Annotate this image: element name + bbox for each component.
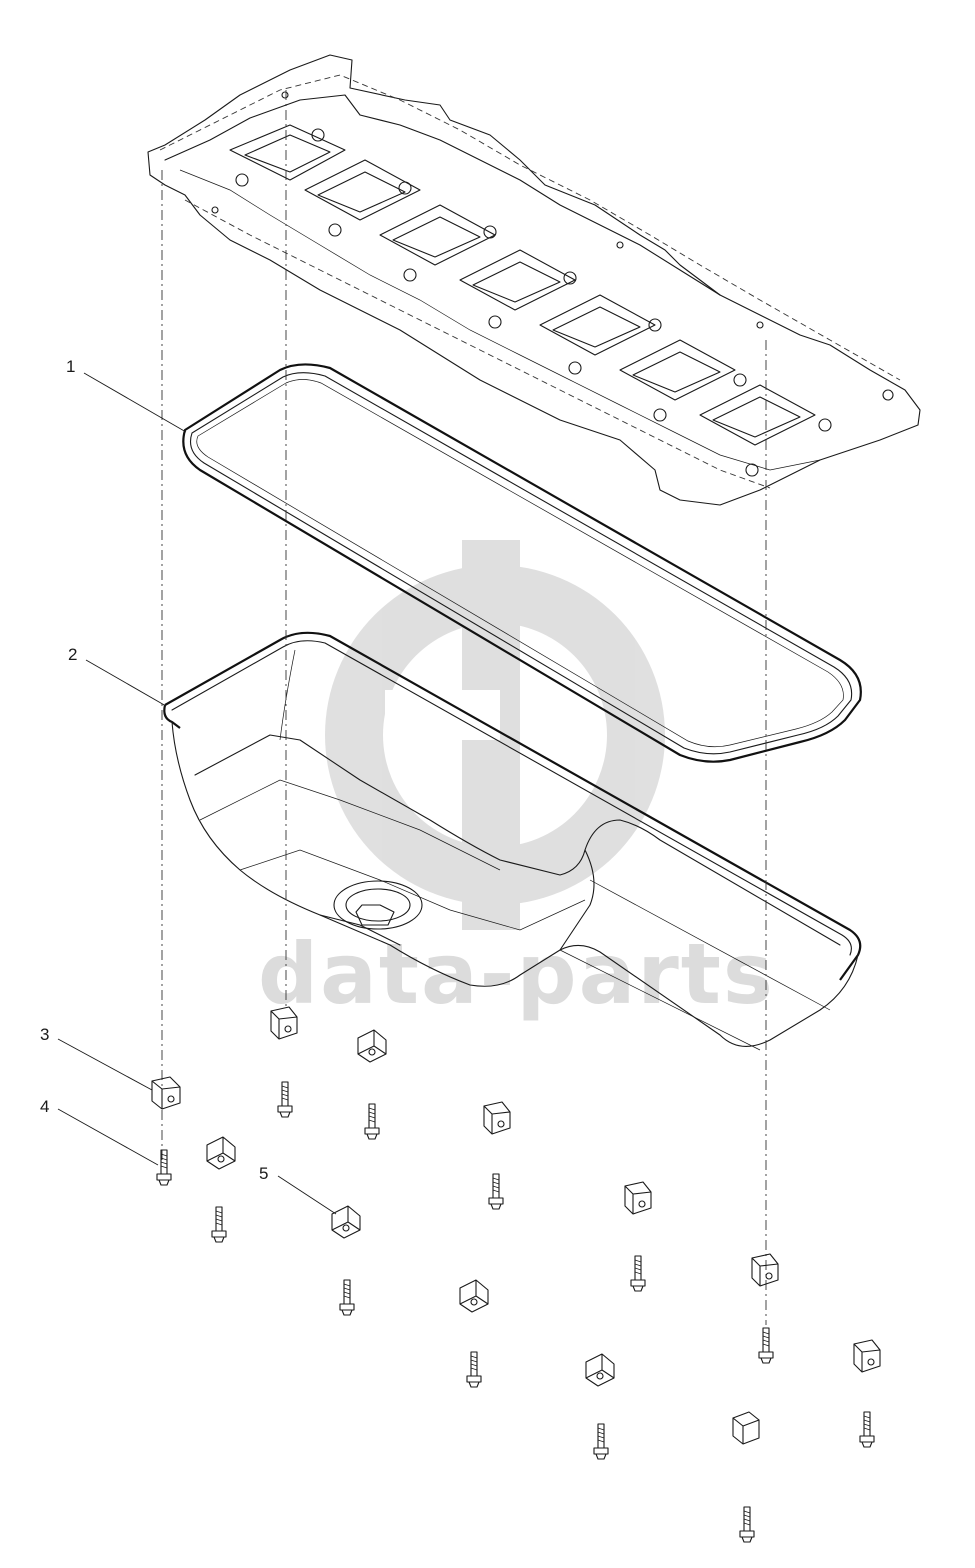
bolts <box>156 1081 875 1543</box>
clamp-bracket <box>585 1353 615 1387</box>
clamp-brackets <box>151 1006 881 1445</box>
bolt <box>630 1255 646 1292</box>
watermark-text: data-parts <box>258 925 775 1023</box>
bearing-bays <box>229 124 816 446</box>
drain-plug <box>333 880 423 930</box>
bolt <box>211 1206 227 1243</box>
bolt <box>758 1327 774 1364</box>
clamp-bracket <box>732 1411 760 1445</box>
bolt <box>156 1149 172 1186</box>
bolt <box>593 1423 609 1460</box>
bolt <box>859 1411 875 1448</box>
bolt <box>364 1103 380 1140</box>
callout-1: 1 <box>66 357 75 376</box>
bolt <box>277 1081 293 1118</box>
oil-pan <box>163 631 862 1051</box>
bolt <box>339 1279 355 1316</box>
block-bolt-holes <box>211 91 894 477</box>
callout-2: 2 <box>68 645 77 664</box>
callout-5: 5 <box>259 1164 268 1183</box>
engine-block <box>147 54 921 506</box>
watermark: data-parts <box>258 540 775 1023</box>
callout-4: 4 <box>40 1097 49 1116</box>
clamp-bracket <box>483 1101 511 1135</box>
watermark-logo <box>325 540 665 930</box>
alignment-lines <box>161 90 767 1325</box>
clamp-bracket <box>624 1181 652 1215</box>
bolt <box>466 1351 482 1388</box>
clamp-bracket <box>357 1029 387 1063</box>
clamp-bracket <box>459 1279 489 1313</box>
callout-3: 3 <box>40 1025 49 1044</box>
bolt <box>739 1506 755 1543</box>
clamp-bracket <box>270 1006 298 1040</box>
clamp-bracket <box>853 1339 881 1373</box>
clamp-bracket <box>751 1253 779 1287</box>
bolt <box>488 1173 504 1210</box>
clamp-bracket <box>331 1205 361 1239</box>
clamp-bracket <box>151 1076 181 1110</box>
gasket <box>182 363 862 763</box>
callouts: 1 2 3 4 5 <box>40 357 337 1215</box>
clamp-bracket <box>206 1136 236 1170</box>
